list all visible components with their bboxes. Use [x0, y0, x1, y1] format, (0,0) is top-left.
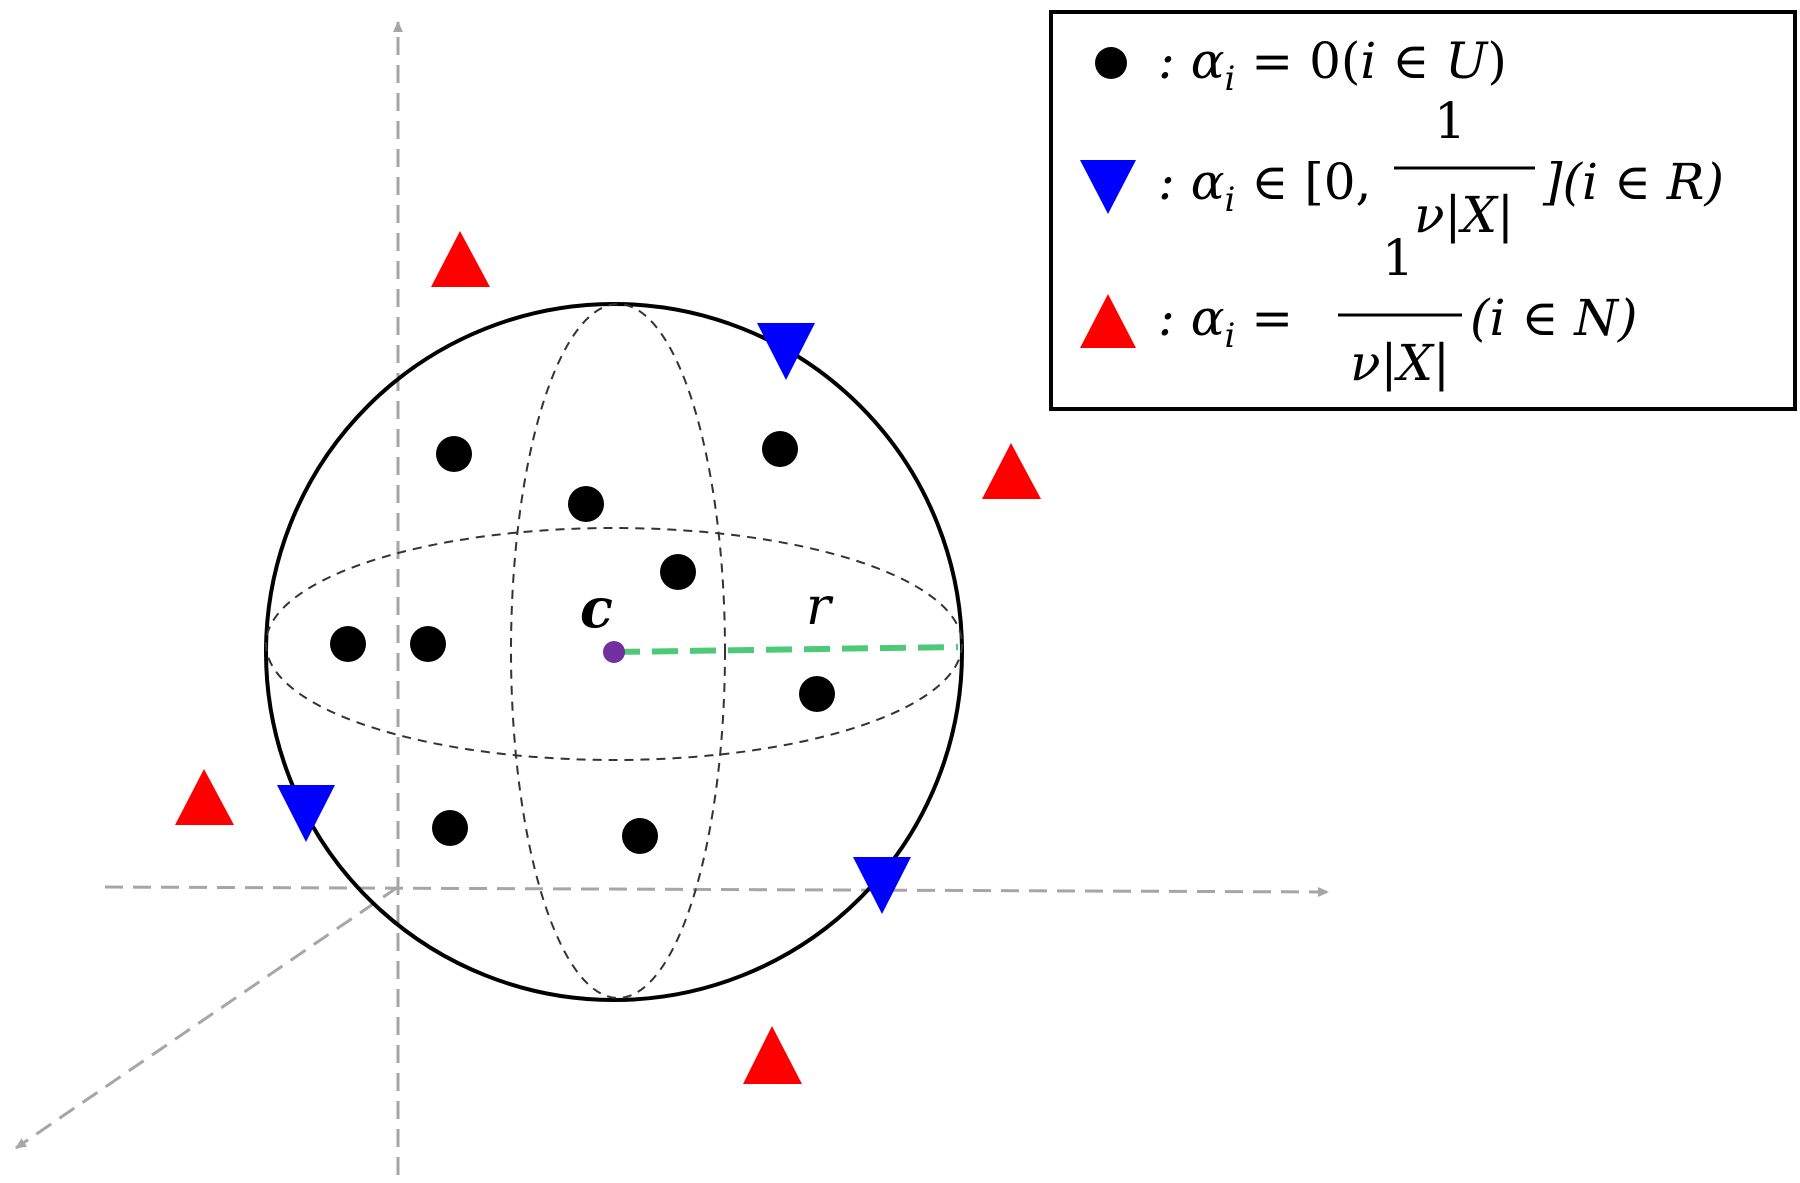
radius-line: [613, 644, 959, 655]
interior-point: [436, 436, 472, 472]
legend-row-boundary: : αi ∈ [0, 1 ν|X| ](i ∈ R): [1080, 92, 1724, 244]
interior-point: [432, 810, 468, 846]
boundary-point: [277, 785, 335, 842]
interior-point: [660, 554, 696, 590]
legend-row2-numerator: 1: [1434, 92, 1466, 150]
legend-row1-close: ): [1487, 32, 1507, 90]
interior-point: [410, 626, 446, 662]
legend-row1-rel: = 0(: [1235, 32, 1360, 90]
legend-box: [1049, 10, 1797, 411]
legend-row1-lhs: : α: [1158, 32, 1225, 90]
z-axis: [15, 885, 399, 1150]
legend-row3-sub: i: [1225, 316, 1236, 356]
meridian-ellipse: [510, 303, 726, 999]
legend-row2-denominator: ν|X|: [1414, 186, 1514, 244]
center-label: c: [580, 576, 613, 640]
legend-circle-marker: [1095, 47, 1127, 79]
legend-row3-denominator: ν|X|: [1350, 334, 1450, 392]
legend-row3-lhs: : α: [1158, 289, 1225, 347]
interior-point: [799, 676, 835, 712]
radius-label: r: [806, 577, 834, 637]
legend-row-outlier: : αi = 1 ν|X| (i ∈ N): [1080, 229, 1638, 392]
legend-row1-sub: i: [1225, 59, 1236, 99]
hypersphere: [264, 302, 964, 1002]
boundary-point: [757, 323, 815, 380]
interior-point: [762, 431, 798, 467]
legend-triangle-down-marker: [1080, 160, 1136, 214]
outlier-point: [743, 1026, 802, 1084]
legend-row1-set: i ∈ U: [1360, 32, 1489, 90]
center-point: [603, 641, 625, 663]
x-axis: [104, 885, 1329, 897]
interior-point: [622, 818, 658, 854]
legend-row2-rel: ∈ [0,: [1235, 153, 1371, 211]
legend-row2-sub: i: [1225, 180, 1236, 220]
legend-triangle-up-marker: [1080, 294, 1136, 348]
axes: [15, 21, 1329, 1175]
outlier-point: [982, 443, 1041, 499]
legend-row3-rel: =: [1235, 289, 1293, 347]
svg-text:: αi =: : αi =: [1158, 289, 1293, 356]
legend-row2-after: ](i ∈ R): [1542, 153, 1724, 211]
outlier-points: [175, 231, 1041, 1084]
legend-row2-lhs: : α: [1158, 153, 1225, 211]
legend: : αi = 0(i ∈ U) : αi ∈ [0, 1 ν|X| ](i ∈ …: [1049, 10, 1797, 411]
outlier-point: [431, 231, 490, 287]
svg-text:: αi = 0(i ∈ U): : αi = 0(i ∈ U): [1158, 32, 1507, 99]
svg-text:: αi ∈ [0,: : αi ∈ [0,: [1158, 153, 1371, 220]
legend-row-interior: : αi = 0(i ∈ U): [1095, 32, 1507, 99]
equator-ellipse: [265, 527, 963, 761]
interior-point: [330, 626, 366, 662]
legend-row3-after: (i ∈ N): [1470, 289, 1638, 347]
legend-row3-numerator: 1: [1382, 229, 1414, 287]
boundary-point: [853, 857, 911, 914]
outlier-point: [175, 769, 234, 825]
boundary-points: [277, 323, 911, 914]
interior-point: [568, 486, 604, 522]
interior-points: [330, 431, 835, 854]
